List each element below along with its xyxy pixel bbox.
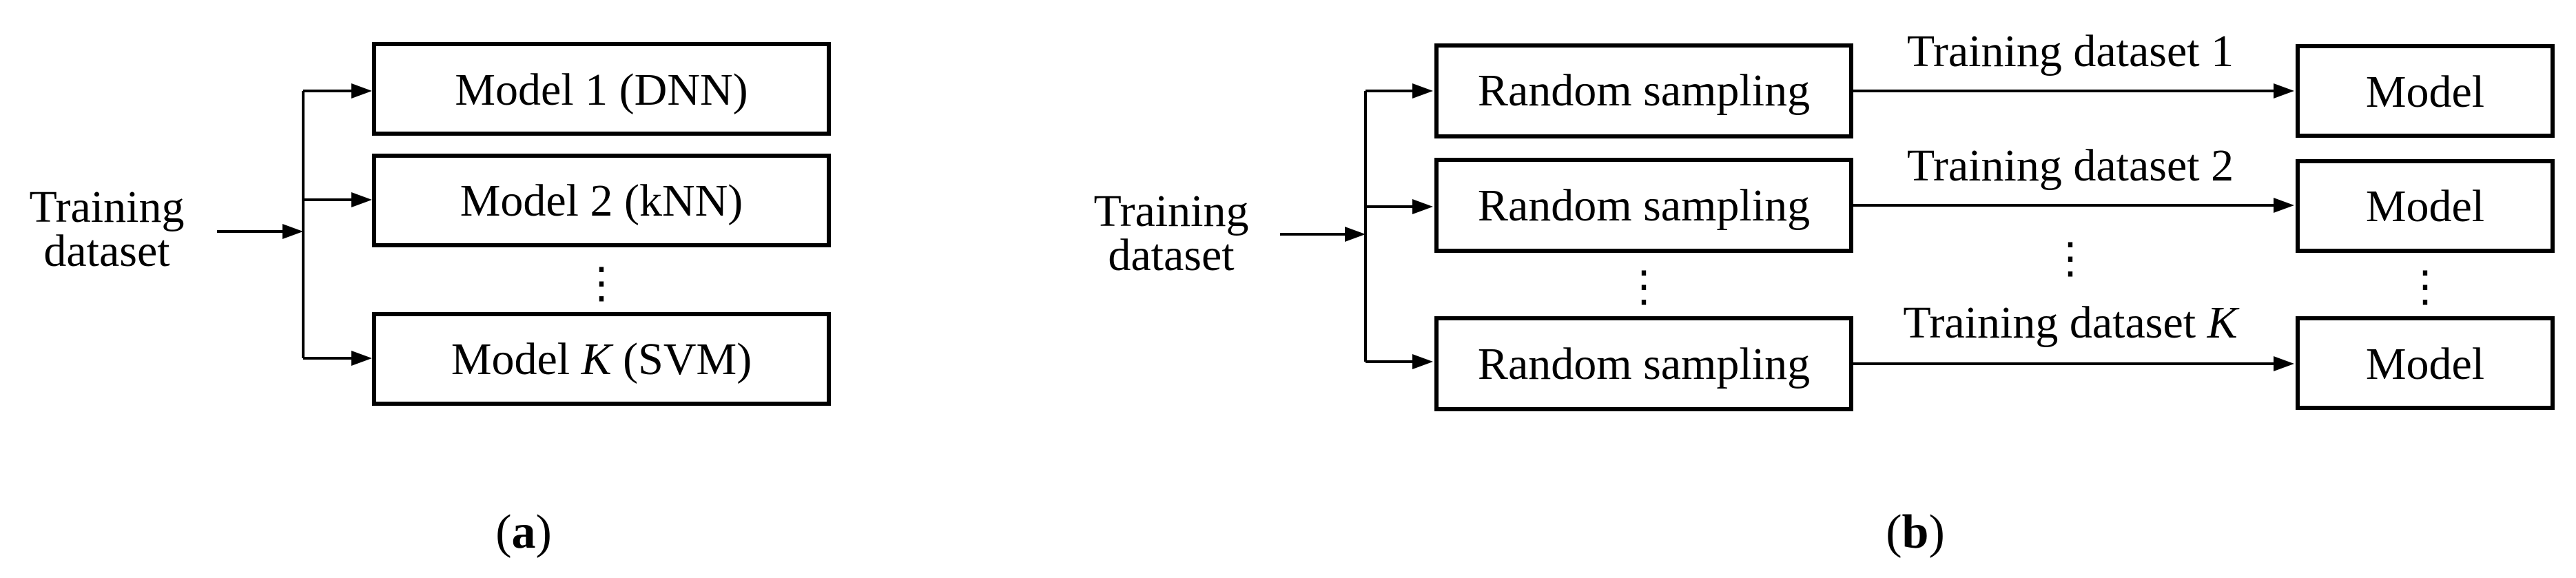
panel-a-arrowhead-2 xyxy=(351,192,372,207)
panel-a-caption: (a) xyxy=(495,506,552,559)
panel-a: Training dataset Model 1 (DNN) Model 2 (… xyxy=(30,42,831,559)
panel-a-arrowhead-1 xyxy=(351,83,372,99)
panel-b-sampler-k-box xyxy=(1434,316,1853,411)
panel-b-model-2-label: Model xyxy=(2366,181,2484,231)
panel-a-input-arrowhead xyxy=(282,224,303,239)
panel-b-arrowhead-1 xyxy=(1412,83,1433,99)
panel-b-caption: (b) xyxy=(1886,506,1945,559)
panel-b-input-label-line2: dataset xyxy=(1108,230,1234,280)
panel-b: Training dataset Random sampling Random … xyxy=(1094,26,2555,559)
panel-b-input-arrowhead xyxy=(1345,227,1366,242)
panel-a-model-2-label: Model 2 (kNN) xyxy=(460,176,743,226)
panel-b-sampler-2-label: Random sampling xyxy=(1478,180,1810,231)
panel-b-model-k-box xyxy=(2296,316,2555,410)
panel-b-dataset-2-arrowhead xyxy=(2274,198,2294,213)
panel-b-model-k-label: Model xyxy=(2366,339,2484,389)
panel-b-sampler-k-label: Random sampling xyxy=(1478,339,1810,389)
panel-b-dataset-1-label: Training dataset 1 xyxy=(1907,26,2234,76)
panel-b-input-label-line1: Training xyxy=(1094,186,1249,236)
panel-b-dataset-1-arrowhead xyxy=(2274,83,2294,99)
panel-a-model-1-label: Model 1 (DNN) xyxy=(455,65,748,115)
panel-a-input-label-line2: dataset xyxy=(43,226,169,276)
panel-a-model-2-box xyxy=(372,154,831,247)
panel-a-ellipsis: ⋮ xyxy=(580,260,623,307)
panel-b-sampler-1-label: Random sampling xyxy=(1478,65,1810,116)
panel-b-dataset-ellipsis: ⋮ xyxy=(2049,236,2092,282)
panel-b-arrowhead-2 xyxy=(1412,199,1433,214)
panel-b-model-2-box xyxy=(2296,159,2555,253)
panel-b-sampler-ellipsis: ⋮ xyxy=(1622,264,1665,311)
panel-b-dataset-k-arrowhead xyxy=(2274,356,2294,371)
panel-b-arrowhead-3 xyxy=(1412,354,1433,369)
panel-b-model-1-box xyxy=(2296,44,2555,138)
panel-b-sampler-2-box xyxy=(1434,158,1853,253)
panel-a-arrowhead-3 xyxy=(351,351,372,366)
panel-b-sampler-1-box xyxy=(1434,43,1853,138)
panel-a-input-label-line1: Training xyxy=(30,182,185,232)
panel-a-model-k-box xyxy=(372,312,831,406)
panel-b-dataset-k-label: Training dataset K xyxy=(1903,298,2239,348)
panel-b-dataset-2-label: Training dataset 2 xyxy=(1907,141,2234,191)
panel-b-model-1-label: Model xyxy=(2366,67,2484,117)
panel-b-model-ellipsis: ⋮ xyxy=(2404,264,2446,311)
panel-a-model-1-box xyxy=(372,42,831,136)
panel-a-model-k-label: Model K (SVM) xyxy=(451,334,752,384)
